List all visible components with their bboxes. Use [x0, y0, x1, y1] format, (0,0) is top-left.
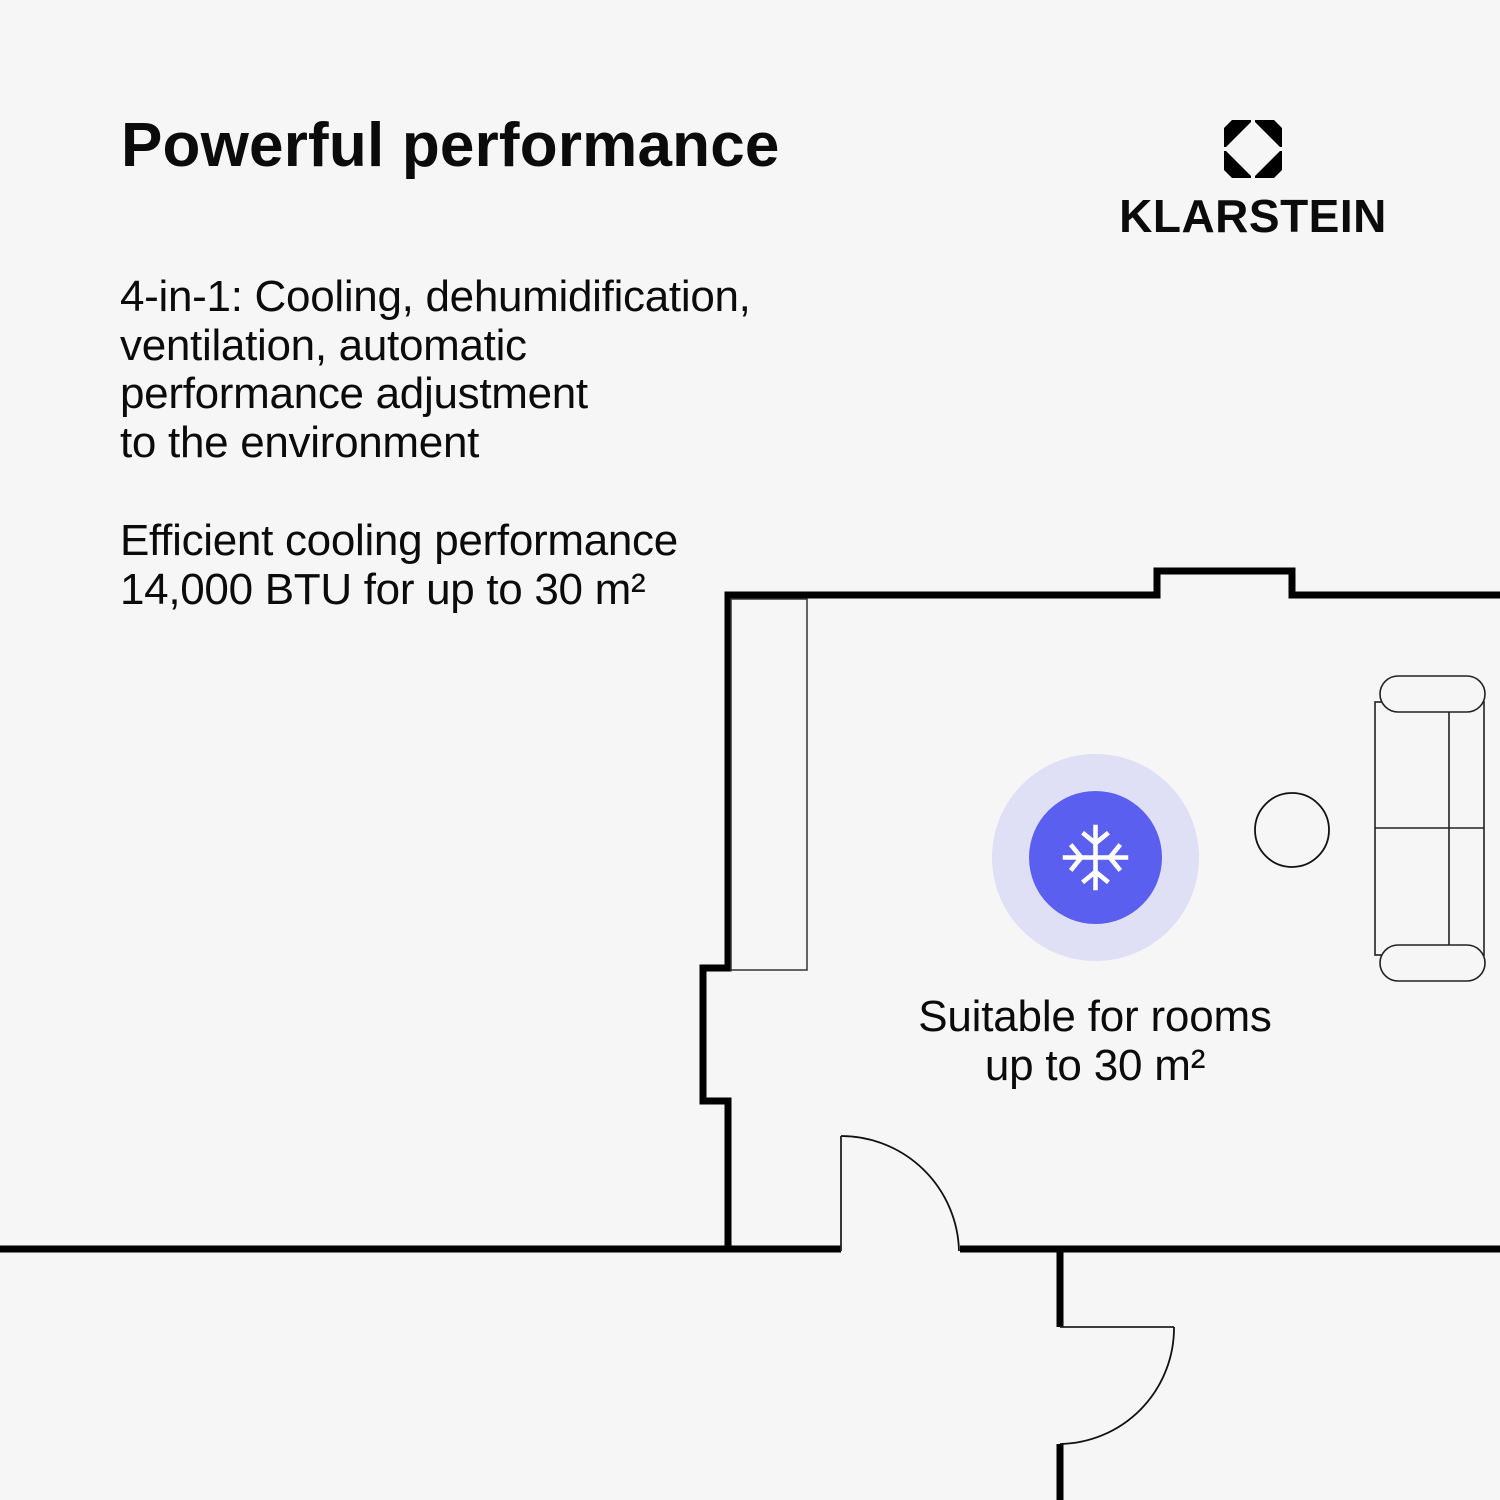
feature-line: ventilation, automatic — [120, 320, 527, 370]
brand-logo: KLARSTEIN — [1118, 118, 1388, 242]
caption-line: up to 30 m² — [984, 1041, 1206, 1090]
brand-name: KLARSTEIN — [1119, 190, 1387, 242]
caption-line: Suitable for rooms — [918, 992, 1272, 1041]
efficiency-line: Efficient cooling performance — [120, 516, 678, 565]
feature-description: 4-in-1: Cooling, dehumidification, venti… — [120, 272, 751, 467]
efficiency-description: Efficient cooling performance 14,000 BTU… — [120, 516, 678, 614]
room-wall — [699, 567, 1500, 1249]
cooling-badge — [1029, 791, 1162, 924]
hallway-door — [1059, 1326, 1175, 1445]
sofa — [1374, 675, 1486, 982]
wardrobe — [730, 598, 808, 971]
feature-line: 4-in-1: Cooling, dehumidification, — [120, 272, 751, 321]
feature-line: to the environment — [120, 417, 480, 467]
page-title: Powerful performance — [121, 111, 780, 180]
main-door — [840, 1135, 960, 1252]
feature-line: performance adjustment — [120, 369, 588, 418]
octagon-diamond-icon — [1224, 120, 1282, 178]
room-size-caption: Suitable for rooms up to 30 m² — [845, 992, 1345, 1090]
efficiency-line: 14,000 BTU for up to 30 m² — [120, 564, 646, 614]
air-conditioner-marker — [992, 754, 1199, 961]
snowflake-icon — [1062, 824, 1129, 891]
side-table — [1254, 792, 1330, 868]
